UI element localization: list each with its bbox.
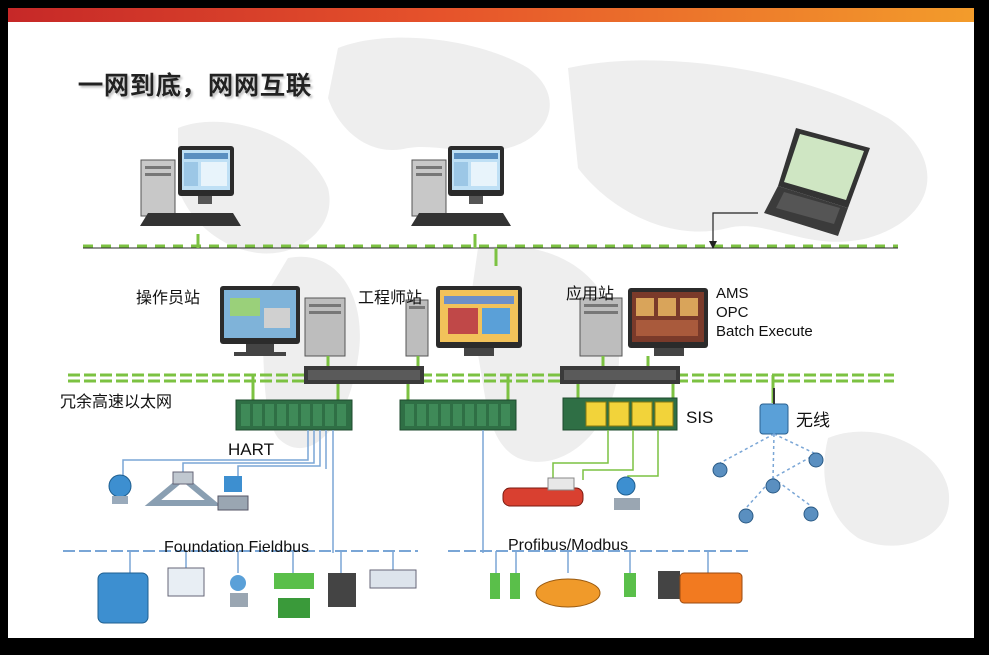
sis-transmitter-icon bbox=[614, 476, 640, 510]
network-diagram bbox=[63, 128, 898, 624]
sis-controller-rack bbox=[562, 397, 678, 431]
profibus-modbus-segment bbox=[448, 550, 748, 573]
network-switch-icon bbox=[560, 366, 680, 384]
application-station-icon bbox=[579, 288, 708, 357]
network-switch-icon bbox=[304, 366, 424, 384]
plant-network-bus bbox=[83, 212, 898, 266]
io-controller-rack bbox=[235, 399, 353, 431]
desktop-pc-icon bbox=[411, 146, 511, 226]
foundation-fieldbus-segment bbox=[63, 550, 418, 573]
service-batch-execute: Batch Execute bbox=[716, 323, 813, 340]
redundant-ethernet-label: 冗余高速以太网 bbox=[60, 392, 173, 411]
redundant-ethernet-bus bbox=[68, 356, 894, 403]
foundation-fieldbus-label: Foundation Fieldbus bbox=[164, 539, 309, 556]
profibus-modbus-label: Profibus/Modbus bbox=[508, 537, 629, 554]
slide-title: 一网到底，网网互联 bbox=[78, 71, 313, 100]
control-valve-icon bbox=[217, 476, 249, 511]
engineer-station-label: 工程师站 bbox=[358, 288, 423, 307]
application-station-label: 应用站 bbox=[566, 284, 615, 303]
pressure-transmitter-icon bbox=[108, 474, 132, 504]
sis-wiring bbox=[552, 430, 659, 480]
slide: 一网到底，网网互联 bbox=[8, 8, 974, 638]
coriolis-flowmeter-icon bbox=[144, 471, 222, 506]
operator-station-label: 操作员站 bbox=[136, 288, 201, 307]
io-controller-rack bbox=[399, 399, 517, 431]
accent-bar bbox=[8, 8, 974, 22]
wireless-mesh-links bbox=[719, 433, 817, 509]
wireless-transmitter-icon bbox=[712, 452, 824, 524]
hart-wiring bbox=[122, 430, 327, 478]
sis-label: SIS bbox=[686, 408, 714, 427]
wireless-gateway-icon bbox=[759, 388, 789, 435]
operator-station-icon bbox=[220, 286, 346, 357]
actuator-icon bbox=[502, 477, 584, 507]
wireless-label: 无线 bbox=[796, 411, 830, 431]
desktop-pc-icon bbox=[140, 146, 241, 226]
service-ams: AMS bbox=[716, 285, 749, 302]
hart-label: HART bbox=[228, 440, 274, 459]
profibus-device-icons bbox=[490, 571, 743, 608]
laptop-icon bbox=[764, 128, 870, 236]
engineer-station-icon bbox=[405, 286, 522, 357]
service-opc: OPC bbox=[716, 304, 749, 321]
ff-device-icons bbox=[97, 567, 417, 624]
